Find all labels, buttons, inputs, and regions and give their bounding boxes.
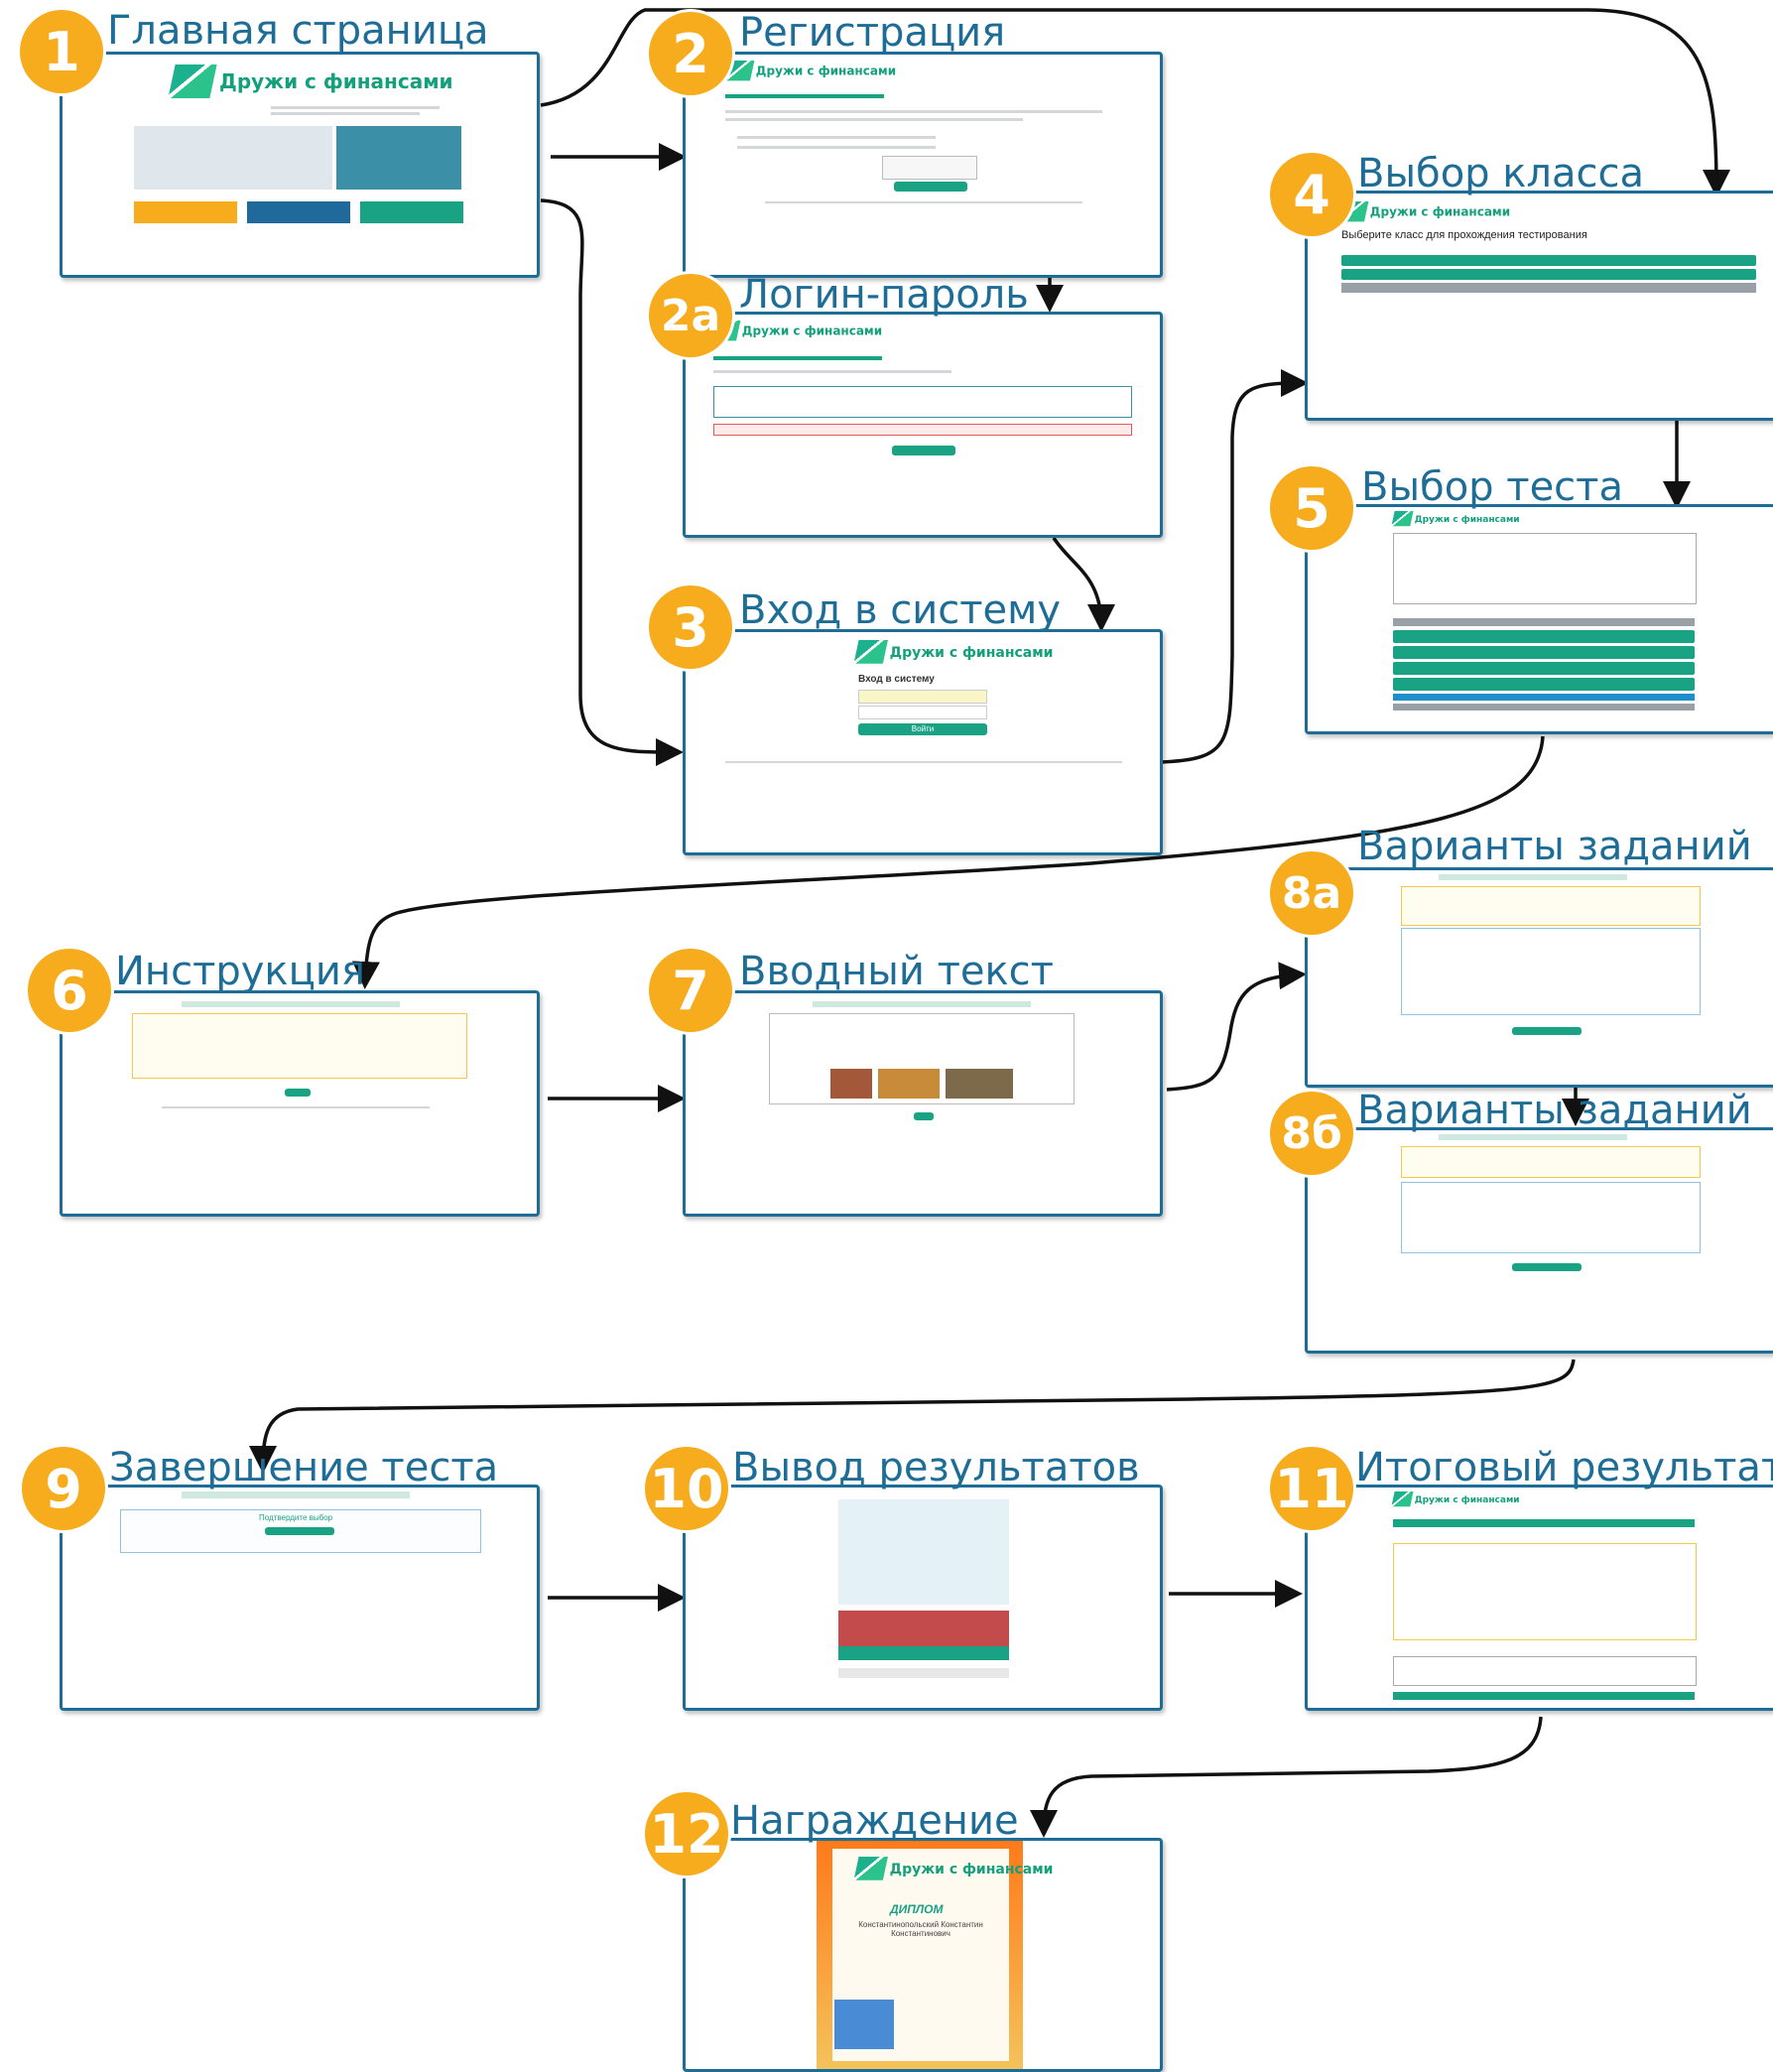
step-title: Награждение bbox=[730, 1798, 1019, 1844]
test-option[interactable] bbox=[1393, 646, 1695, 659]
screenshot-login-password: Дружи с финансами bbox=[683, 312, 1163, 538]
back-button[interactable] bbox=[1341, 283, 1756, 293]
confirm-button[interactable] bbox=[265, 1527, 334, 1535]
brand-logo: Дружи с финансами bbox=[1338, 201, 1510, 222]
screenshot-test-completion: Подтвердите выбор bbox=[60, 1485, 540, 1711]
step-title: Регистрация bbox=[739, 10, 1006, 56]
screenshot-task-variant-a bbox=[1305, 867, 1773, 1088]
step-title: Вход в систему bbox=[739, 587, 1061, 633]
step-title: Завершение теста bbox=[109, 1445, 499, 1490]
next-button[interactable] bbox=[914, 1112, 934, 1120]
username-field[interactable] bbox=[858, 690, 987, 704]
brand-logo: Дружи с финансами bbox=[1391, 511, 1520, 527]
step-number-badge: 1 bbox=[20, 10, 103, 93]
step-number-badge: 8а bbox=[1270, 851, 1353, 935]
step-title: Главная страница bbox=[107, 8, 489, 54]
screenshot-final-result: Дружи с финансами bbox=[1305, 1485, 1773, 1711]
next-button[interactable] bbox=[285, 1089, 311, 1097]
login-button[interactable]: Войти bbox=[858, 723, 987, 735]
confirm-heading: Подтвердите выбор bbox=[259, 1513, 333, 1522]
brand-logo: Дружи с финансами bbox=[1391, 1491, 1520, 1507]
step-number-badge: 9 bbox=[22, 1447, 105, 1530]
answer-button[interactable] bbox=[1512, 1263, 1582, 1271]
step-number-badge: 10 bbox=[645, 1447, 728, 1530]
arrow-1-to-4 bbox=[540, 8, 1730, 197]
step-number-badge: 2а bbox=[649, 274, 732, 357]
test-option[interactable] bbox=[1393, 678, 1695, 691]
step-number-badge: 2 bbox=[649, 12, 732, 95]
brand-logo: Дружи с финансами bbox=[710, 321, 882, 341]
arrow-5-to-6 bbox=[351, 735, 1545, 989]
screenshot-grade-selection: Дружи с финансами Выберите класс для про… bbox=[1305, 191, 1773, 421]
screenshot-results-output bbox=[683, 1485, 1163, 1711]
screenshot-award-diploma: Дружи с финансами ДИПЛОМ Константинополь… bbox=[683, 1838, 1163, 2072]
screenshot-instructions bbox=[60, 990, 540, 1217]
diploma-recipient: Константинопольский Константин Константи… bbox=[858, 1920, 983, 1938]
screenshot-test-selection: Дружи с финансами bbox=[1305, 504, 1773, 734]
screenshot-intro-text bbox=[683, 990, 1163, 1217]
step-title: Инструкция bbox=[115, 949, 365, 994]
arrow-8b-to-9 bbox=[249, 1359, 1576, 1474]
step-number-badge: 4 bbox=[1270, 153, 1353, 236]
arrow-11-to-12 bbox=[1030, 1716, 1543, 1838]
screenshot-task-variant-b bbox=[1305, 1127, 1773, 1354]
screenshot-registration: Дружи с финансами bbox=[683, 52, 1163, 278]
step-number-badge: 12 bbox=[645, 1792, 728, 1876]
step-number-badge: 8б bbox=[1270, 1092, 1353, 1175]
test-option[interactable] bbox=[1393, 662, 1695, 675]
grade-option[interactable] bbox=[1341, 255, 1756, 266]
grade-heading: Выберите класс для прохождения тестирова… bbox=[1341, 229, 1587, 241]
password-field[interactable] bbox=[858, 706, 987, 719]
step-title: Варианты заданий bbox=[1357, 1088, 1752, 1133]
screenshot-login: Дружи с финансами Вход в систему Войти bbox=[683, 629, 1163, 855]
arrow-7-to-8a bbox=[1166, 962, 1307, 1092]
login-heading: Вход в систему bbox=[858, 674, 935, 685]
diploma-title: ДИПЛОМ bbox=[890, 1902, 944, 1916]
screenshot-home-page: Дружи с финансами bbox=[60, 52, 540, 278]
brand-logo: Дружи с финансами bbox=[168, 65, 453, 98]
arrow-2a-to-3 bbox=[1052, 537, 1115, 632]
brand-logo: Дружи с финансами bbox=[724, 61, 896, 81]
arrow-1-to-3 bbox=[540, 198, 684, 767]
step-number-badge: 11 bbox=[1270, 1447, 1353, 1530]
step-number-badge: 6 bbox=[28, 949, 111, 1032]
step-number-badge: 7 bbox=[649, 949, 732, 1032]
step-title: Выбор теста bbox=[1361, 464, 1623, 510]
step-title: Вводный текст bbox=[739, 949, 1054, 994]
step-title: Выбор класса bbox=[1357, 151, 1645, 196]
arrow-3-to-4 bbox=[1160, 369, 1309, 764]
step-number-badge: 5 bbox=[1270, 466, 1353, 550]
answer-button[interactable] bbox=[1512, 1027, 1582, 1035]
grade-option[interactable] bbox=[1341, 269, 1756, 280]
brand-logo: Дружи с финансами bbox=[853, 640, 1054, 664]
step-title: Варианты заданий bbox=[1357, 824, 1752, 869]
test-option[interactable] bbox=[1393, 630, 1695, 643]
step-title: Вывод результатов bbox=[732, 1445, 1140, 1490]
step-number-badge: 3 bbox=[649, 585, 732, 669]
step-title: Итоговый результат bbox=[1355, 1445, 1773, 1490]
step-title: Логин-пароль bbox=[739, 272, 1029, 318]
brand-logo: Дружи с финансами bbox=[853, 1857, 1054, 1880]
